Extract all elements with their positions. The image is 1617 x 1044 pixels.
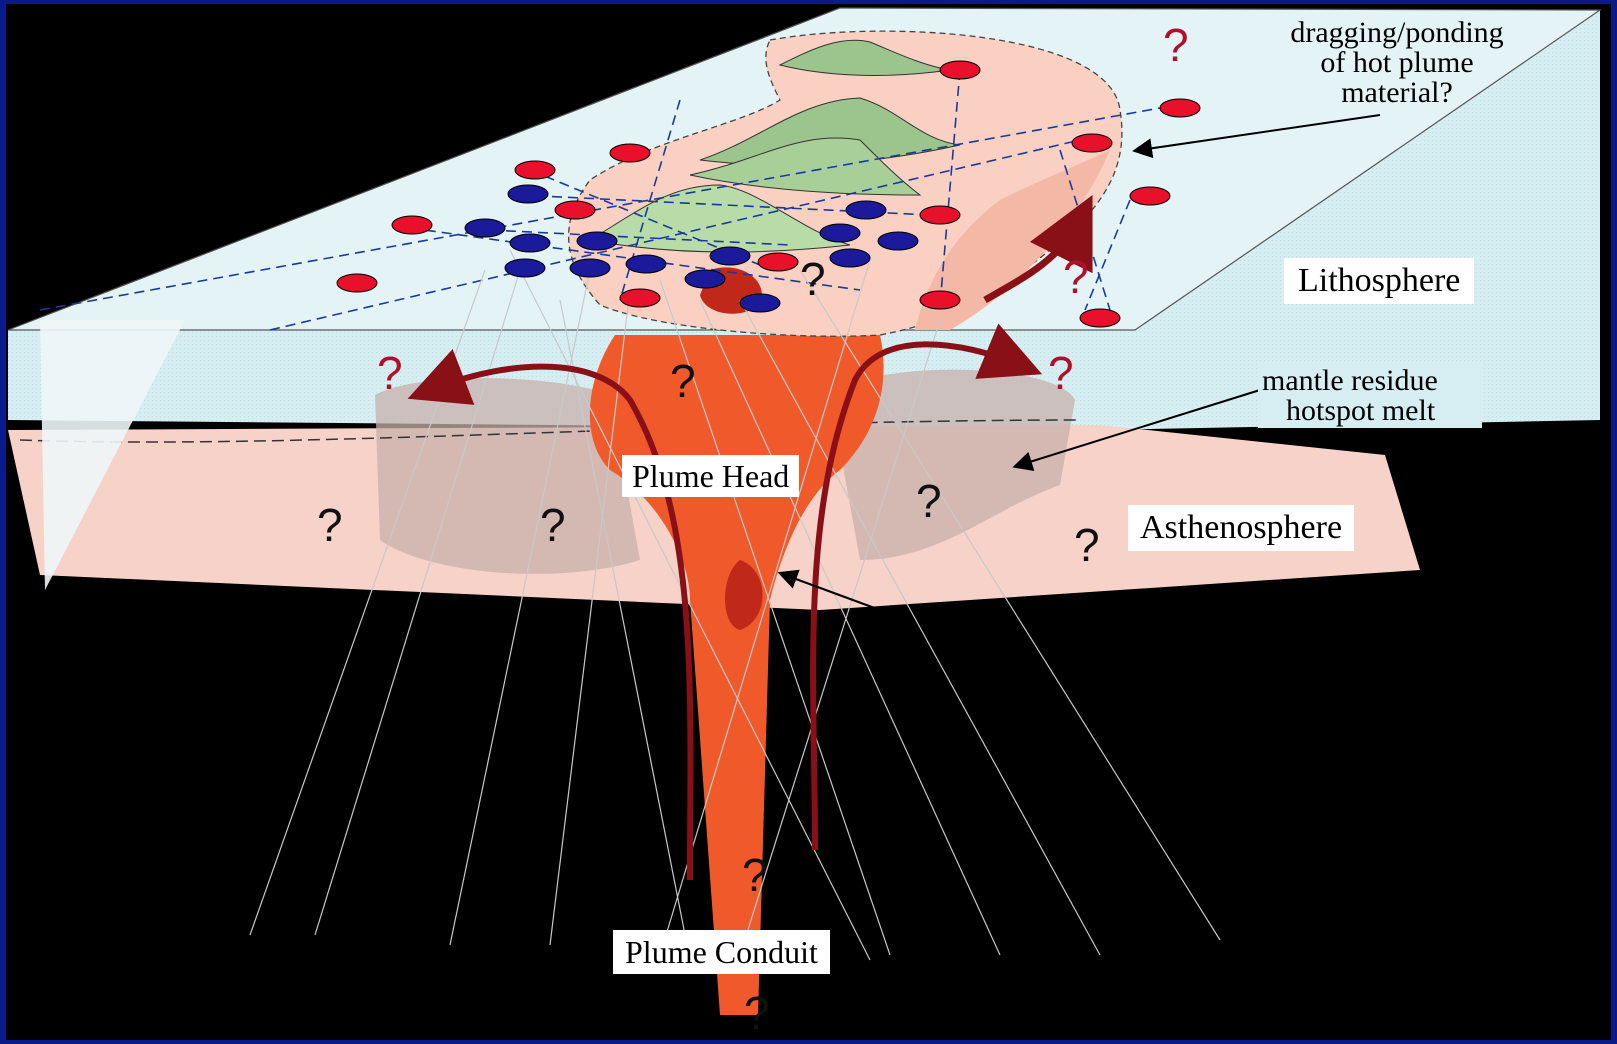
question-mark: ? [377, 350, 403, 396]
mantle-annotation: mantle residue hotspot melt [1258, 364, 1482, 428]
question-mark: ? [800, 256, 826, 302]
asthenosphere-label: Asthenosphere [1128, 505, 1354, 551]
dragging-line-3: material? [1262, 78, 1532, 108]
dragging-line-1: dragging/ponding [1262, 18, 1532, 48]
plume-head-label: Plume Head [622, 455, 799, 497]
dragging-annotation: dragging/ponding of hot plume material? [1262, 18, 1532, 108]
question-mark: ? [1074, 522, 1100, 568]
question-mark: ? [1048, 350, 1074, 396]
dragging-line-2: of hot plume [1262, 48, 1532, 78]
question-mark: ? [742, 852, 768, 898]
question-mark: ? [670, 358, 696, 404]
question-mark: ? [317, 502, 343, 548]
question-mark: ? [916, 478, 942, 524]
lithosphere-label: Lithosphere [1284, 258, 1474, 304]
question-mark: ? [1163, 22, 1189, 68]
mantle-line-2: hotspot melt [1262, 396, 1478, 426]
question-mark: ? [1063, 254, 1089, 300]
mantle-line-1: mantle residue [1262, 366, 1478, 396]
question-mark: ? [744, 990, 770, 1036]
question-mark: ? [540, 502, 566, 548]
plume-conduit-label: Plume Conduit [613, 930, 830, 974]
